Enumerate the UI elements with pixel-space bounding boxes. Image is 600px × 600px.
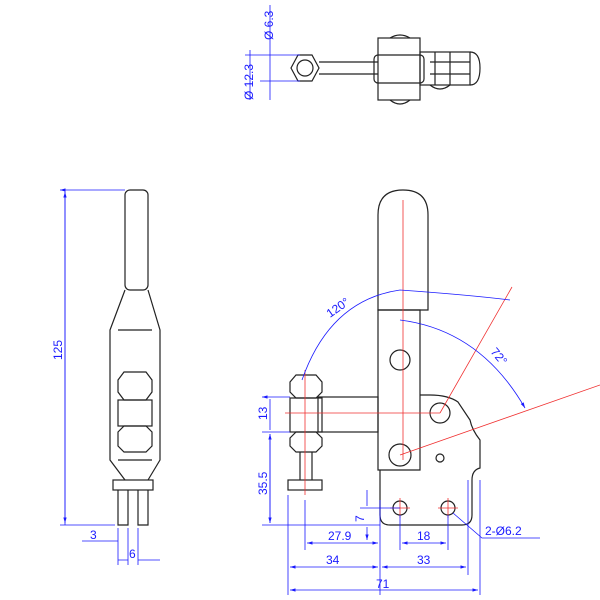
dim-height: 125: [51, 340, 65, 360]
top-view: Ø 6.3 Ø 12.3: [242, 5, 481, 105]
side-view: 125 3 6: [51, 190, 161, 565]
dim-hole-offset-vertical: 7: [353, 515, 367, 522]
angle-handle-open: 120°: [324, 295, 353, 321]
dim-thickness: 3: [90, 528, 97, 542]
dim-overall-length: 71: [376, 577, 390, 591]
dim-width: 6: [129, 547, 136, 561]
angle-bar-open: 72°: [488, 345, 511, 368]
dim-spindle-to-base: 27.9: [328, 529, 352, 543]
dim-base-to-spindle: 35.5: [256, 471, 270, 495]
dim-base-length: 33: [417, 553, 431, 567]
front-view: 13 35.5 7 27.9 18 34 33 71 2-Ø6.2 120° 7…: [256, 189, 600, 595]
dim-spindle-to-body: 34: [326, 553, 340, 567]
dim-mount-holes: 2-Ø6.2: [485, 524, 522, 538]
dim-spindle-height: 13: [256, 406, 270, 420]
dim-pin-dia: Ø 6.3: [262, 10, 276, 40]
dim-hole-spacing: 18: [417, 529, 431, 543]
dim-nut-dia: Ø 12.3: [242, 64, 256, 100]
